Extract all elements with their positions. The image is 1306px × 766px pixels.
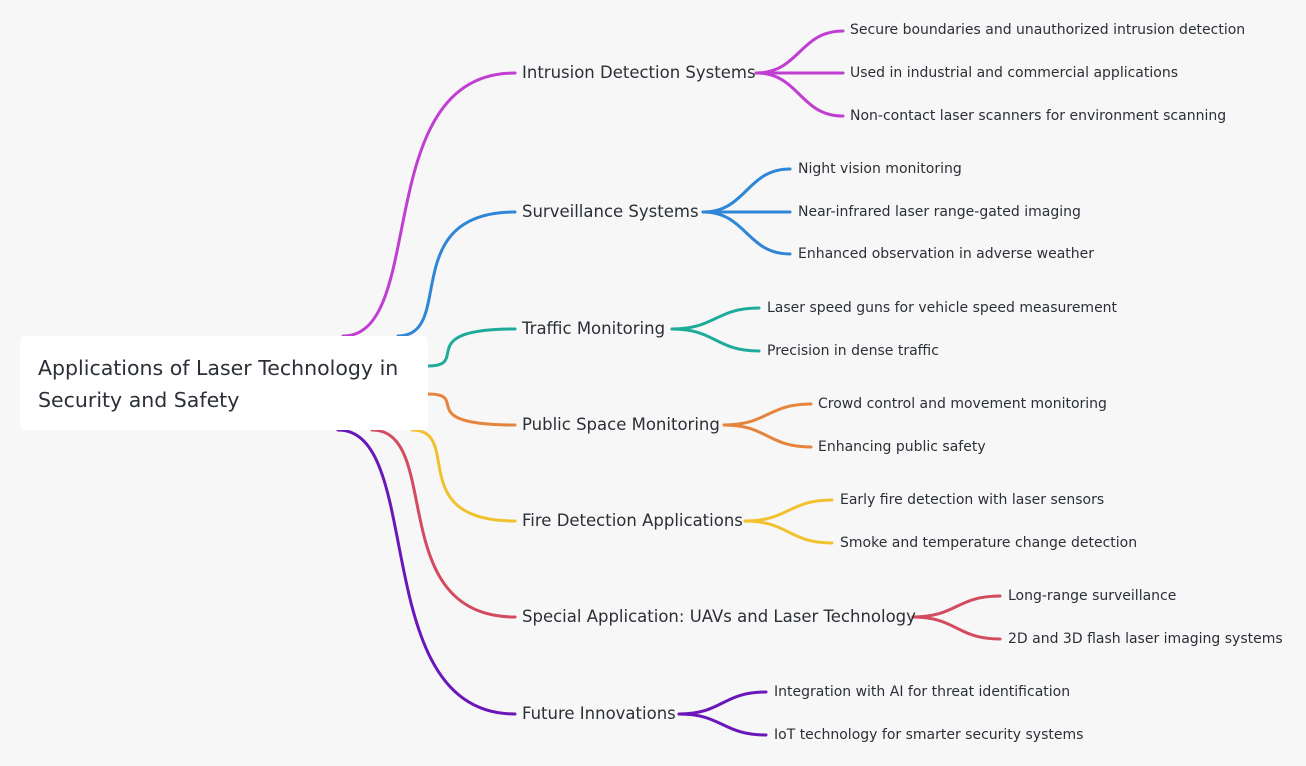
leaf-surveillance-1[interactable]: Night vision monitoring xyxy=(798,161,962,177)
branch-surveillance[interactable]: Surveillance Systems xyxy=(522,202,699,221)
branch-traffic-monitoring[interactable]: Traffic Monitoring xyxy=(522,319,666,338)
link-branch-2-leaf-1 xyxy=(701,167,792,214)
link-branch-4-leaf-2 xyxy=(722,423,813,449)
link-root-branch-3 xyxy=(426,327,517,368)
link-branch-1-leaf-1 xyxy=(754,29,845,75)
leaf-future-1[interactable]: Integration with AI for threat identific… xyxy=(774,684,1071,700)
leaf-public-2[interactable]: Enhancing public safety xyxy=(818,439,986,455)
leaf-fire-2[interactable]: Smoke and temperature change detection xyxy=(840,535,1138,551)
link-branch-7-leaf-2 xyxy=(677,712,768,737)
link-root-branch-6 xyxy=(370,428,517,619)
branch-public-space[interactable]: Public Space Monitoring xyxy=(522,415,720,434)
link-root-branch-2 xyxy=(396,210,517,338)
root-node[interactable]: Applications of Laser Technology in Secu… xyxy=(20,336,428,430)
link-branch-1-leaf-3 xyxy=(754,71,845,118)
branch-uav[interactable]: Special Application: UAVs and Laser Tech… xyxy=(522,607,916,626)
branch-intrusion-detection[interactable]: Intrusion Detection Systems xyxy=(522,63,756,82)
link-branch-6-leaf-2 xyxy=(911,615,1002,641)
link-branch-3-leaf-1 xyxy=(670,306,761,331)
leaf-intrusion-2[interactable]: Used in industrial and commercial applic… xyxy=(850,65,1178,81)
leaf-traffic-2[interactable]: Precision in dense traffic xyxy=(767,343,939,359)
link-branch-2-leaf-3 xyxy=(701,210,792,256)
leaf-uav-1[interactable]: Long-range surveillance xyxy=(1008,588,1177,604)
link-branch-3-leaf-2 xyxy=(670,327,761,353)
leaf-surveillance-2[interactable]: Near-infrared laser range-gated imaging xyxy=(798,204,1081,220)
leaf-fire-1[interactable]: Early fire detection with laser sensors xyxy=(840,492,1105,508)
link-root-branch-4 xyxy=(426,392,517,427)
link-branch-6-leaf-1 xyxy=(911,594,1002,619)
link-branch-5-leaf-2 xyxy=(743,519,834,545)
link-branch-4-leaf-1 xyxy=(722,402,813,427)
branch-future-innovations[interactable]: Future Innovations xyxy=(522,704,676,723)
link-root-branch-1 xyxy=(341,71,517,338)
leaf-intrusion-1[interactable]: Secure boundaries and unauthorized intru… xyxy=(850,22,1246,38)
leaf-uav-2[interactable]: 2D and 3D flash laser imaging systems xyxy=(1008,631,1283,647)
leaf-surveillance-3[interactable]: Enhanced observation in adverse weather xyxy=(798,246,1095,262)
link-root-branch-5 xyxy=(410,428,517,523)
leaf-intrusion-3[interactable]: Non-contact laser scanners for environme… xyxy=(850,108,1227,124)
branch-fire-detection[interactable]: Fire Detection Applications xyxy=(522,511,743,530)
link-branch-7-leaf-1 xyxy=(677,690,768,716)
leaf-public-1[interactable]: Crowd control and movement monitoring xyxy=(818,396,1107,412)
link-branch-5-leaf-1 xyxy=(743,498,834,523)
leaf-traffic-1[interactable]: Laser speed guns for vehicle speed measu… xyxy=(767,300,1118,316)
link-root-branch-7 xyxy=(336,428,517,716)
leaf-future-2[interactable]: IoT technology for smarter security syst… xyxy=(774,727,1084,743)
